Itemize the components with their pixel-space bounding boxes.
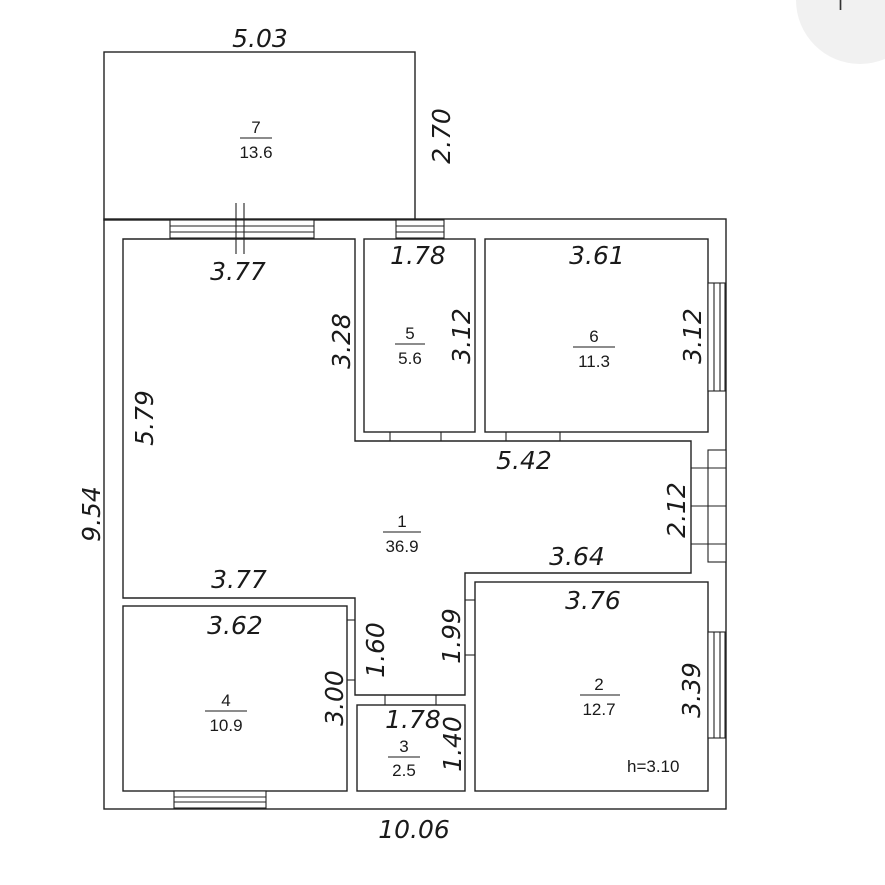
window-bottom-room4 bbox=[173, 790, 267, 809]
room-6-area: 11.3 bbox=[578, 352, 610, 371]
room-4-number: 4 bbox=[221, 691, 230, 710]
dim-room2-height: 3.39 bbox=[677, 662, 706, 718]
dim-room1-height: 5.79 bbox=[130, 390, 159, 446]
room-2-label: 2 12.7 bbox=[580, 675, 620, 719]
dim-total-width: 10.06 bbox=[378, 815, 450, 844]
room-5-area: 5.6 bbox=[398, 349, 422, 368]
room-5-outline bbox=[363, 238, 476, 433]
room-2-number: 2 bbox=[594, 675, 603, 694]
dim-room1-left-wall: 3.28 bbox=[327, 313, 356, 369]
dim-room1-top-width: 3.77 bbox=[210, 257, 266, 286]
doorway-marks bbox=[347, 432, 561, 705]
dim-room4-height: 3.00 bbox=[320, 670, 349, 726]
room-4-area: 10.9 bbox=[209, 716, 242, 735]
dim-room6-height: 3.12 bbox=[678, 308, 707, 364]
window-top-left bbox=[169, 219, 315, 239]
room-6-number: 6 bbox=[589, 327, 598, 346]
room-5-label: 5 5.6 bbox=[395, 324, 425, 368]
dim-passage-right: 1.99 bbox=[437, 608, 466, 664]
ceiling-height-note: h=3.10 bbox=[627, 757, 679, 776]
dim-room3-width: 1.78 bbox=[385, 705, 441, 734]
room-2-area: 12.7 bbox=[582, 700, 615, 719]
room-1-label: 1 36.9 bbox=[383, 512, 421, 556]
corner-badge: I bbox=[796, 0, 885, 64]
room-6-label: 6 11.3 bbox=[573, 327, 615, 371]
dim-passage-left: 1.60 bbox=[361, 622, 390, 678]
dim-corridor-lower-width: 3.64 bbox=[549, 542, 605, 571]
room-3-outline bbox=[356, 704, 466, 792]
balcony-door bbox=[235, 203, 245, 254]
room-3-number: 3 bbox=[399, 737, 408, 756]
window-right-room6 bbox=[707, 282, 726, 392]
dim-balcony-width: 5.03 bbox=[232, 24, 288, 53]
room-1-number: 1 bbox=[397, 512, 406, 531]
dim-balcony-depth: 2.70 bbox=[427, 108, 456, 164]
room-3-label: 3 2.5 bbox=[388, 737, 420, 780]
room-4-label: 4 10.9 bbox=[205, 691, 247, 735]
room-1-area: 36.9 bbox=[385, 537, 418, 556]
dim-room2-width: 3.76 bbox=[565, 586, 621, 615]
dim-room4-width: 3.62 bbox=[207, 611, 263, 640]
room-5-number: 5 bbox=[405, 324, 414, 343]
window-right-room2 bbox=[707, 631, 726, 739]
corner-mark: I bbox=[838, 0, 843, 14]
door-right-corridor bbox=[691, 449, 727, 563]
dim-room5-height: 3.12 bbox=[447, 308, 476, 364]
dim-corridor-width: 5.42 bbox=[496, 446, 552, 475]
room-7-label: 7 13.6 bbox=[239, 118, 272, 162]
window-top-room5 bbox=[395, 219, 445, 239]
dim-room6-width: 3.61 bbox=[569, 241, 625, 270]
dim-room3-height: 1.40 bbox=[438, 716, 467, 772]
room-1-outline bbox=[122, 238, 692, 696]
room-7-number: 7 bbox=[251, 118, 260, 137]
dim-room1-bottom-width: 3.77 bbox=[211, 565, 267, 594]
room-7-area: 13.6 bbox=[239, 143, 272, 162]
room-3-area: 2.5 bbox=[392, 761, 416, 780]
dim-total-height: 9.54 bbox=[77, 486, 106, 542]
dim-room5-width: 1.78 bbox=[390, 241, 446, 270]
dim-corridor-height: 2.12 bbox=[662, 482, 691, 538]
